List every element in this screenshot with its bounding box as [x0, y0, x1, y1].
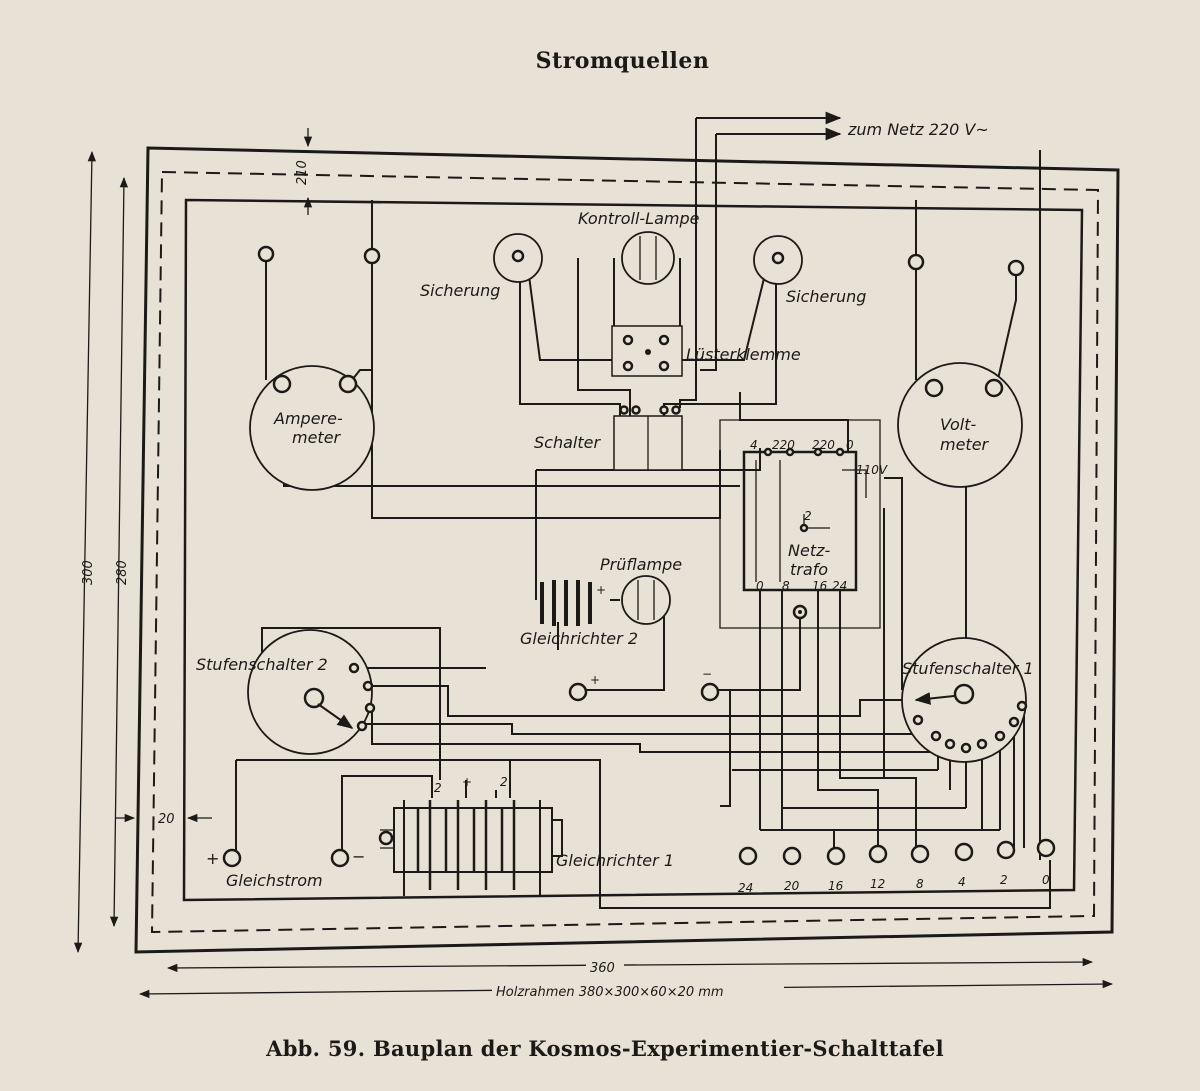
voltmeter-label-2: meter — [940, 435, 990, 454]
fuse-left-label: Sicherung — [420, 281, 500, 300]
output-label-8: 8 — [916, 877, 924, 891]
board-frames — [134, 146, 1120, 954]
control-lamp-body — [621, 231, 675, 285]
output-terminal-16 — [826, 846, 846, 866]
dim-300: 300 — [81, 560, 96, 585]
prueflampe-label: Prüflampe — [600, 555, 682, 574]
output-terminal-12 — [868, 844, 888, 864]
trafo-tap-bottom-2: 8 — [782, 579, 790, 593]
trafo-tap-110: 110V — [856, 463, 888, 477]
stufenschalter2-label: Stufenschalter 2 — [196, 655, 328, 674]
terminal-volt-a — [907, 253, 925, 271]
output-label-2: 2 — [1000, 873, 1008, 887]
gleichstrom-label: Gleichstrom — [226, 871, 323, 890]
gr2-plus: + — [596, 583, 606, 597]
output-terminals: 24 20 16 12 8 4 2 0 — [738, 838, 1056, 895]
voltmeter: Volt- meter — [897, 362, 1023, 488]
mid-minus-label: − — [702, 667, 712, 681]
gleichrichter-2: + Gleichrichter 2 — [520, 580, 638, 648]
gr1-plus: + — [462, 775, 472, 789]
trafo-tap-top-1: 4 — [750, 438, 758, 452]
output-label-0: 0 — [1042, 873, 1050, 887]
board-outline — [182, 198, 1084, 902]
test-lamp-body — [621, 575, 671, 625]
amperemeter-terminal-2 — [338, 374, 358, 394]
dim-280: 280 — [115, 560, 130, 585]
output-label-24: 24 — [738, 881, 753, 895]
amperemeter-label-1: Ampere- — [273, 409, 343, 428]
output-terminal-0 — [1036, 838, 1056, 858]
trafo-tap-top-4: 0 — [846, 438, 854, 452]
gr1-tap-2b: 2 — [500, 775, 508, 789]
dim-360: 360 — [590, 961, 615, 976]
output-terminal-8 — [910, 844, 930, 864]
output-label-4: 4 — [958, 875, 966, 889]
fuse-right-label: Sicherung — [786, 287, 866, 306]
output-terminal-20 — [782, 846, 802, 866]
figure-caption: Abb. 59. Bauplan der Kosmos-Experimentie… — [266, 1036, 944, 1061]
trafo-label-1: Netz- — [788, 541, 830, 560]
dc-minus-label: − — [352, 847, 365, 866]
trafo-label-2: trafo — [790, 560, 828, 579]
terminal-minus-mid — [700, 682, 720, 702]
dim-210: 210 — [295, 160, 310, 185]
terminal-amp-a — [257, 245, 275, 263]
dc-plus-terminal — [222, 848, 242, 868]
output-label-20: 20 — [784, 879, 800, 893]
output-label-16: 16 — [828, 879, 844, 893]
output-terminal-2 — [996, 840, 1016, 860]
amperemeter-terminal-1 — [272, 374, 292, 394]
gleichrichter2-label: Gleichrichter 2 — [520, 629, 638, 648]
dc-minus-terminal — [330, 848, 350, 868]
trafo-tap-bottom-4: 24 — [832, 579, 847, 593]
dim-20: 20 — [158, 812, 175, 827]
top-left-terminals — [257, 245, 381, 265]
dc-plus-label: + — [206, 849, 219, 868]
amperemeter-body — [249, 365, 375, 491]
middle-terminals: + − — [568, 667, 720, 702]
schalter: Schalter — [534, 405, 683, 471]
output-terminal-4 — [954, 842, 974, 862]
gleichstrom-terminals: + − Gleichstrom — [206, 847, 365, 890]
sicherung-right: Sicherung — [753, 235, 866, 306]
mid-plus-label: + — [590, 673, 600, 687]
terminal-plus-mid — [568, 682, 588, 702]
trafo-tap-bottom-1: 0 — [756, 579, 764, 593]
output-terminal-24 — [738, 846, 758, 866]
control-lamp-label: Kontroll-Lampe — [578, 209, 700, 228]
outer-frame — [134, 146, 1120, 954]
gr1-tap-2a: 2 — [434, 781, 442, 795]
dashed-frame — [150, 170, 1100, 934]
prueflampe: Prüflampe — [600, 555, 682, 625]
terminal-amp-b — [363, 247, 381, 265]
page-heading: Stromquellen — [535, 48, 710, 74]
output-label-12: 12 — [870, 877, 885, 891]
amperemeter: Ampere- meter — [249, 365, 375, 491]
kontroll-lampe: Kontroll-Lampe — [578, 209, 700, 285]
gleichrichter-1: 2 + 2 Gleichrichter 1 — [378, 775, 674, 896]
trafo-tap-bottom-3: 16 — [812, 579, 828, 593]
dimension-lines: 210 300 280 20 360 Holzrahmen 380×300×60… — [74, 128, 1114, 1000]
gleichrichter1-label: Gleichrichter 1 — [556, 851, 674, 870]
dim-holzrahmen: Holzrahmen 380×300×60×20 mm — [496, 985, 724, 1000]
terminal-volt-b — [1007, 259, 1025, 277]
voltmeter-label-1: Volt- — [940, 415, 977, 434]
stufenschalter1-label: Stufenschalter 1 — [902, 659, 1034, 678]
trafo-tap-mid: 2 — [804, 509, 812, 523]
mains-label: zum Netz 220 V~ — [847, 120, 989, 139]
amperemeter-label-2: meter — [292, 428, 342, 447]
luesterklemme: Lüsterklemme — [611, 325, 801, 377]
voltmeter-terminal-1 — [924, 378, 944, 398]
top-right-terminals — [907, 253, 1025, 277]
schalter-label: Schalter — [534, 433, 601, 452]
voltmeter-terminal-2 — [984, 378, 1004, 398]
stufenschalter-1: Stufenschalter 1 — [901, 637, 1034, 763]
stufenschalter-2: Stufenschalter 2 — [196, 629, 376, 755]
luesterklemme-label: Lüsterklemme — [686, 345, 801, 364]
sicherung-left: Sicherung — [420, 233, 543, 300]
netztrafo: 4 220 220 0 110V 2 Netz- trafo 0 8 16 24 — [750, 438, 888, 620]
